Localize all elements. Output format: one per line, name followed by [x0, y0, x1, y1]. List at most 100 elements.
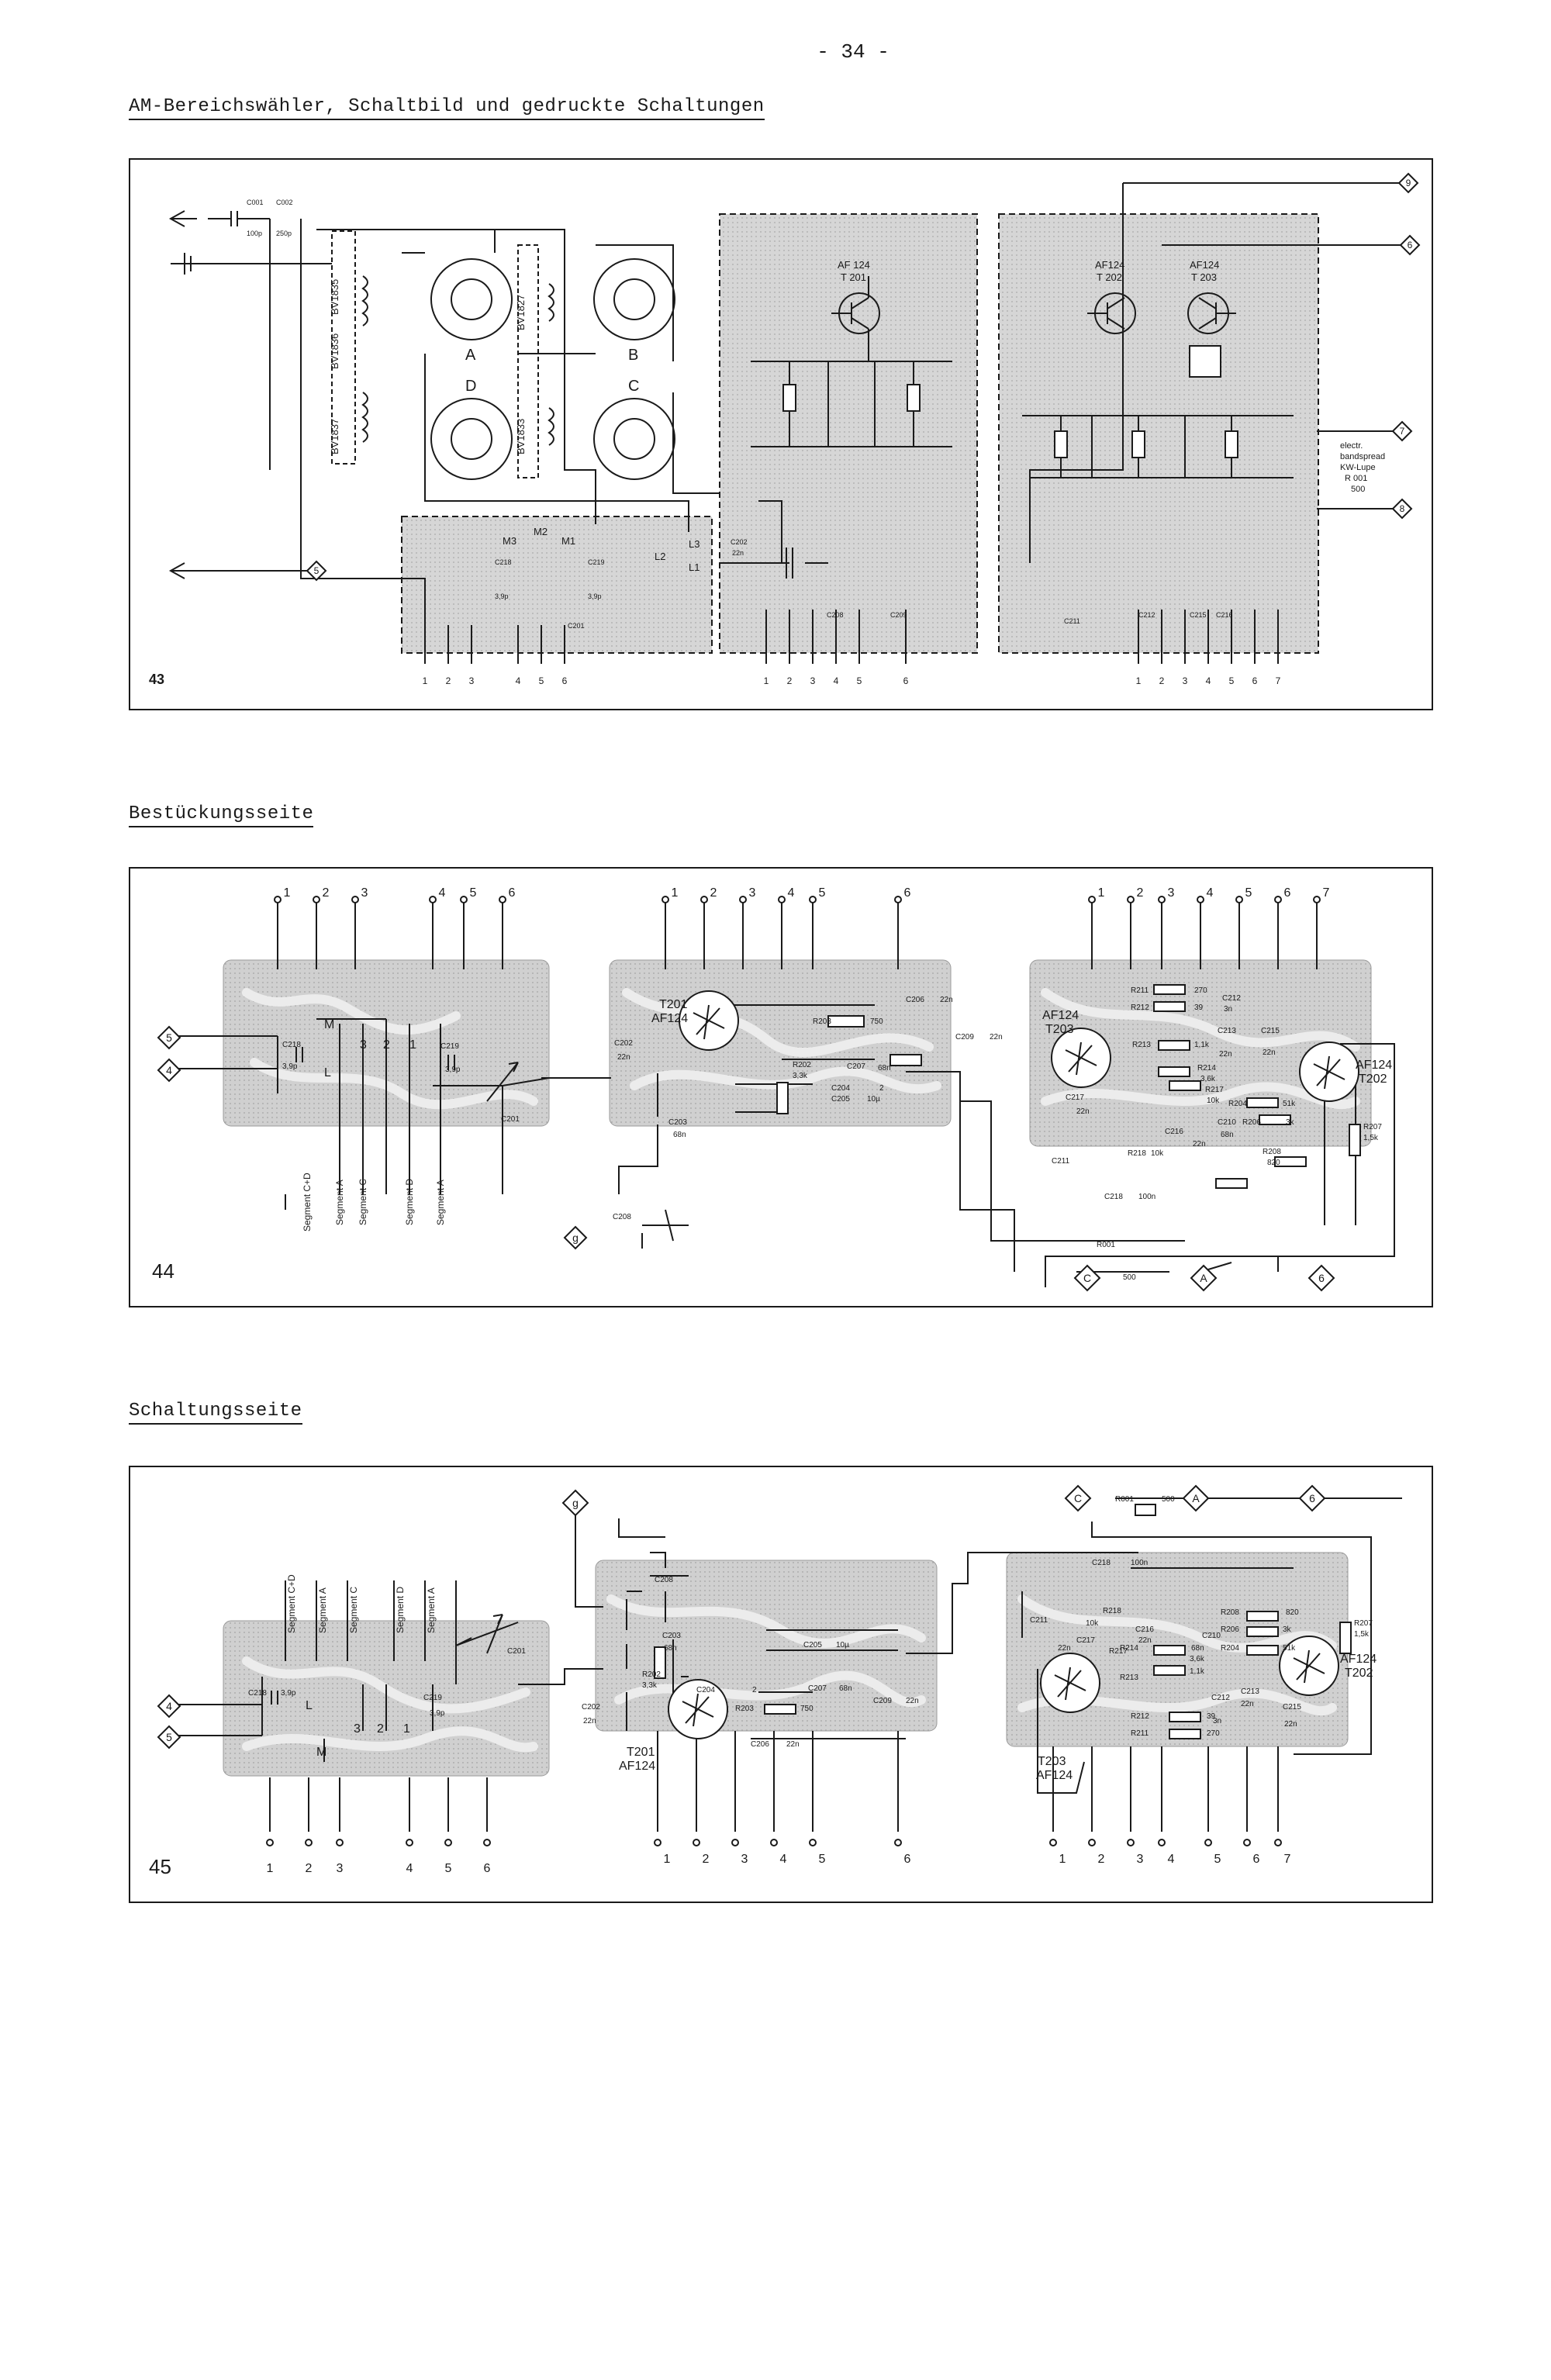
pin-bot-c-4: 4 — [1168, 1853, 1175, 1866]
pin-top-b-1: 1 — [672, 886, 679, 900]
part45b-r203-val: 750 — [800, 1705, 813, 1713]
pin-top-a-3: 3 — [361, 886, 368, 900]
part45b-c207: C207 — [808, 1684, 827, 1693]
pin-bot-b-3: 3 — [741, 1853, 748, 1866]
part45c-c217: C217 — [1076, 1636, 1095, 1645]
segment-label-rear-4: Segment D — [395, 1587, 406, 1633]
coil-label-3: BV1837 — [329, 419, 340, 454]
diamond-8: 8 — [1400, 503, 1405, 514]
part44c-c210-val: 68n — [1221, 1131, 1234, 1139]
part44c-r212: R212 — [1131, 1003, 1149, 1012]
part44c-c216-val: 22n — [1193, 1140, 1206, 1149]
electr-note-2: bandspread — [1340, 452, 1385, 461]
diamond-left-4-rear: 4 — [166, 1700, 172, 1712]
figure-44-pcb-component-side: 1 2 3 4 5 6 1 2 3 4 5 6 1 2 3 4 5 6 7 5 … — [152, 886, 1395, 1292]
part44c-r208-val: 820 — [1267, 1159, 1280, 1167]
pin-top-a-4: 4 — [439, 886, 446, 900]
switch-mark-2: 2 — [383, 1038, 390, 1052]
part44c-r211: R211 — [1131, 986, 1149, 995]
diamond-g: g — [572, 1231, 579, 1244]
pin-bot-c-2: 2 — [1098, 1853, 1105, 1866]
diamond-bottom-a: A — [1200, 1272, 1207, 1284]
part45b-c206: C206 — [751, 1740, 769, 1749]
part45c-c216: C216 — [1135, 1625, 1154, 1634]
pin-c-5: 5 — [1229, 675, 1235, 686]
pin-c-3: 3 — [1183, 675, 1188, 686]
diamond-left-5-rear: 5 — [166, 1731, 172, 1743]
part44b-c207-val: 68n — [878, 1064, 891, 1073]
part44c-r207: R207 — [1363, 1123, 1382, 1131]
diamond-bottom-6: 6 — [1318, 1272, 1325, 1284]
part45b-c207-val: 68n — [839, 1684, 852, 1693]
part44b-r203: R203 — [813, 1017, 831, 1026]
pin-bot-c-3: 3 — [1137, 1853, 1144, 1866]
part44c-c218: C218 — [1104, 1193, 1123, 1201]
switch-letter-b: B — [628, 347, 638, 364]
t201-ref-44: T201 — [659, 998, 688, 1011]
figure-44-number: 44 — [152, 1259, 174, 1283]
part44b-c209-val: 22n — [990, 1033, 1003, 1041]
pin-top-c-1: 1 — [1098, 886, 1105, 900]
part45c-r211-val: 270 — [1207, 1729, 1220, 1738]
part45b-c206-val: 22n — [786, 1740, 800, 1749]
part45b-c203: C203 — [662, 1632, 681, 1640]
part44b-c206: C206 — [906, 996, 924, 1004]
pin-bot-c-7: 7 — [1284, 1853, 1291, 1866]
figure-45-pcb-circuit-side: 1 2 3 4 5 6 1 2 3 4 5 6 1 2 3 4 5 6 7 4 … — [149, 1484, 1402, 1878]
t203-ref-45: T203 — [1038, 1755, 1066, 1768]
t201-type: AF 124 — [838, 259, 870, 271]
switch-mark-1: 1 — [409, 1038, 416, 1052]
switch-mark-m-rear: M — [316, 1746, 326, 1759]
pin-top-c-6: 6 — [1284, 886, 1291, 900]
cap-c208: C208 — [827, 611, 844, 619]
part45c-r212: R212 — [1131, 1712, 1149, 1721]
switch-mark-3-rear: 3 — [354, 1722, 361, 1736]
part45b-c208: C208 — [655, 1576, 673, 1584]
pin-bot-b-1: 1 — [664, 1853, 671, 1866]
part44c-c217-val: 22n — [1076, 1107, 1090, 1116]
page-number: - 34 - — [817, 40, 889, 64]
module-t202-t203-area — [998, 213, 1319, 654]
rotary-switch-b — [593, 258, 675, 340]
electr-note-1: electr. — [1340, 441, 1363, 451]
diamond-bottom-c: C — [1083, 1272, 1091, 1284]
part45c-r206: R206 — [1221, 1625, 1239, 1634]
part45a-c218: C218 — [248, 1689, 267, 1698]
part44c-c215: C215 — [1261, 1027, 1280, 1035]
segment-label-rear-1: Segment C+D — [286, 1574, 297, 1633]
part45c-r218: R218 — [1103, 1607, 1121, 1615]
pin-bot-b-5: 5 — [819, 1853, 826, 1866]
part45c-r208: R208 — [1221, 1608, 1239, 1617]
t201-type-44: AF124 — [651, 1012, 688, 1025]
part45c-r204-val: 51k — [1283, 1644, 1296, 1653]
pin-top-a-1: 1 — [284, 886, 291, 900]
part45c-r207-val: 1,5k — [1354, 1630, 1370, 1639]
cap-250p: 250p — [276, 230, 292, 237]
pin-b-1: 1 — [764, 675, 769, 686]
part44b-c209: C209 — [955, 1033, 974, 1041]
pin-bot-a-6: 6 — [484, 1862, 491, 1875]
pin-bot-a-3: 3 — [337, 1862, 344, 1875]
part44c-r211-val: 270 — [1194, 986, 1207, 995]
t202-type-44: AF124 — [1356, 1059, 1392, 1072]
sw-m2: M2 — [534, 526, 548, 537]
part45c-r212-val: 39 — [1207, 1712, 1216, 1721]
part45c-r218-val: 10k — [1086, 1619, 1099, 1628]
pin-a-5: 5 — [539, 675, 544, 686]
cap-c218: C218 — [495, 558, 512, 566]
switch-mark-3: 3 — [360, 1038, 367, 1052]
sw-m3: M3 — [503, 535, 516, 547]
part45b-c209: C209 — [873, 1697, 892, 1705]
part44c-r001: R001 — [1097, 1241, 1115, 1249]
part45b-c204-val: 2 — [752, 1686, 757, 1694]
part44c-c215-val: 22n — [1263, 1048, 1276, 1057]
part44b-r202: R202 — [793, 1061, 811, 1069]
diamond-left-4: 4 — [166, 1064, 172, 1076]
part44b-c202-val: 22n — [617, 1053, 630, 1062]
coil-label-1: BV1835 — [329, 279, 340, 315]
rotary-switch-d — [430, 398, 513, 480]
part44a-c201: C201 — [501, 1115, 520, 1124]
pin-a-3: 3 — [469, 675, 475, 686]
t202-ref-44: T202 — [1359, 1073, 1387, 1086]
coil-label-2: BV1836 — [329, 333, 340, 369]
